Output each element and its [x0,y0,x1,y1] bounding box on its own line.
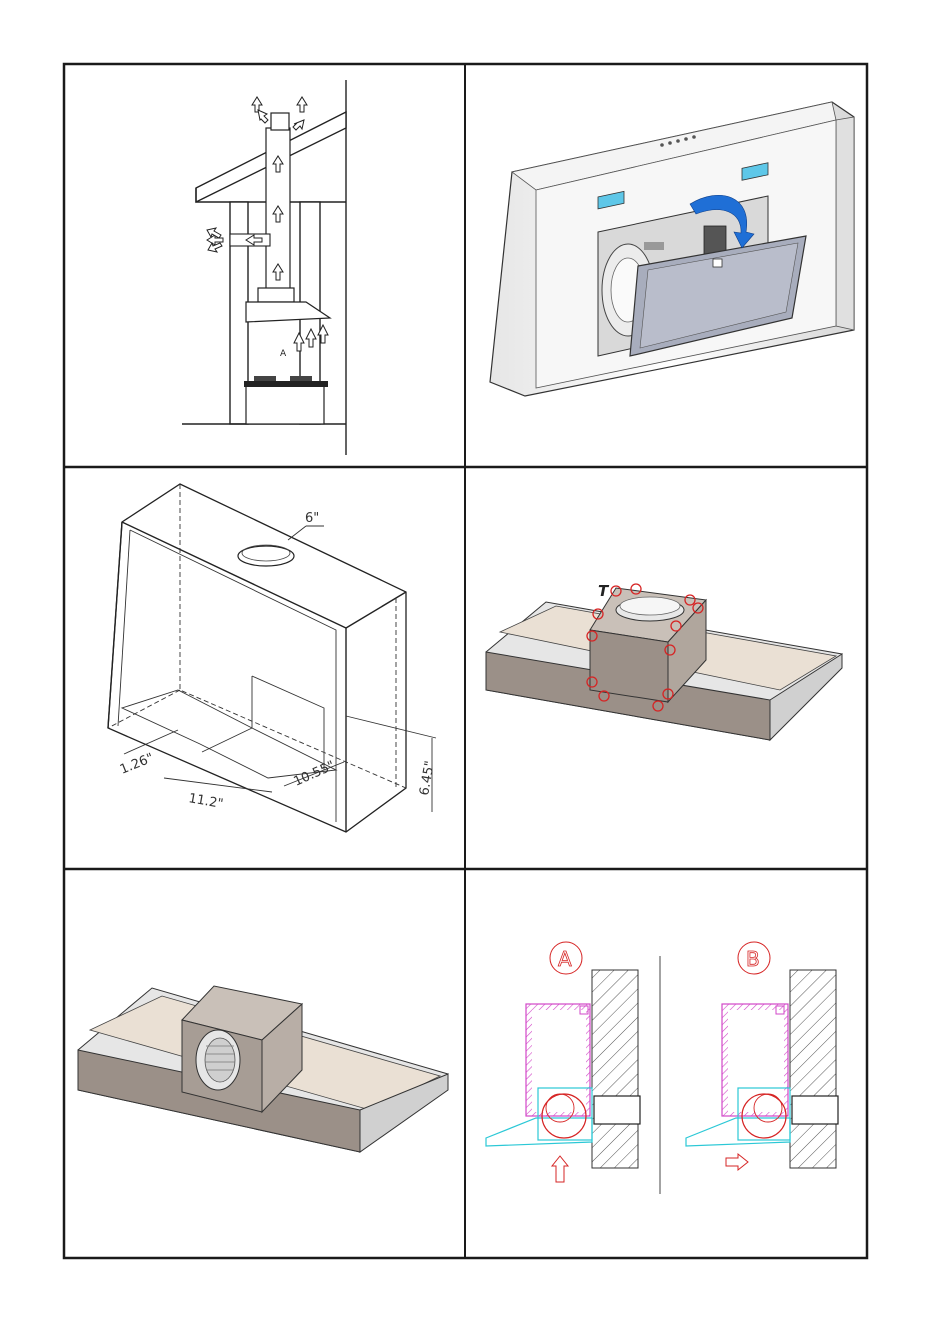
label-t: T [598,582,610,600]
dim-side: 1.26" [118,751,156,778]
panel-dimensions: 6" 1.26" 11.2" 10.55" 6.45" [108,484,438,832]
panel-rear-blower [78,986,448,1152]
dim-duct: 6" [305,511,319,526]
up-arrow-icon [552,1156,568,1182]
label-b-config: B [746,947,760,971]
config-a: A [486,942,640,1182]
config-b: B [686,942,838,1170]
panel-blower-screws: T [486,582,842,740]
panel-filter-removal [490,102,854,396]
right-arrow-icon [726,1154,748,1170]
label-a-config: A [558,947,572,971]
dim-width: 11.2" [187,791,224,812]
panel-ducting-diagram: A [182,80,346,455]
label-a: A [280,349,287,359]
panel-configurations: A B [486,942,838,1194]
dim-height: 6.45" [417,760,438,797]
